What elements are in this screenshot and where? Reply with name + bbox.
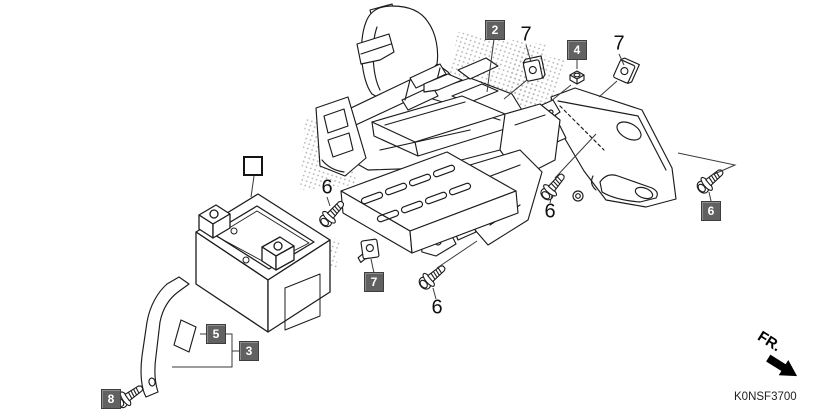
battery-pad	[173, 319, 197, 353]
clip-7-top-right	[613, 57, 640, 85]
bolt-6-right	[693, 164, 728, 198]
battery-strap	[140, 276, 190, 398]
tray-slots	[360, 164, 472, 223]
battery	[195, 193, 331, 333]
clip-7-top-left	[522, 55, 546, 82]
diagram-code: K0NSF3700	[734, 391, 797, 403]
clip-7-bottom	[357, 238, 380, 263]
nut-4	[569, 70, 585, 85]
leader-lines	[119, 38, 737, 399]
bolt-6-bottom	[415, 260, 450, 294]
bolt-6-mid	[536, 169, 570, 204]
battery-tray	[340, 151, 519, 254]
front-direction-arrow: FR.	[754, 328, 798, 377]
direction-label: FR.	[754, 328, 784, 355]
